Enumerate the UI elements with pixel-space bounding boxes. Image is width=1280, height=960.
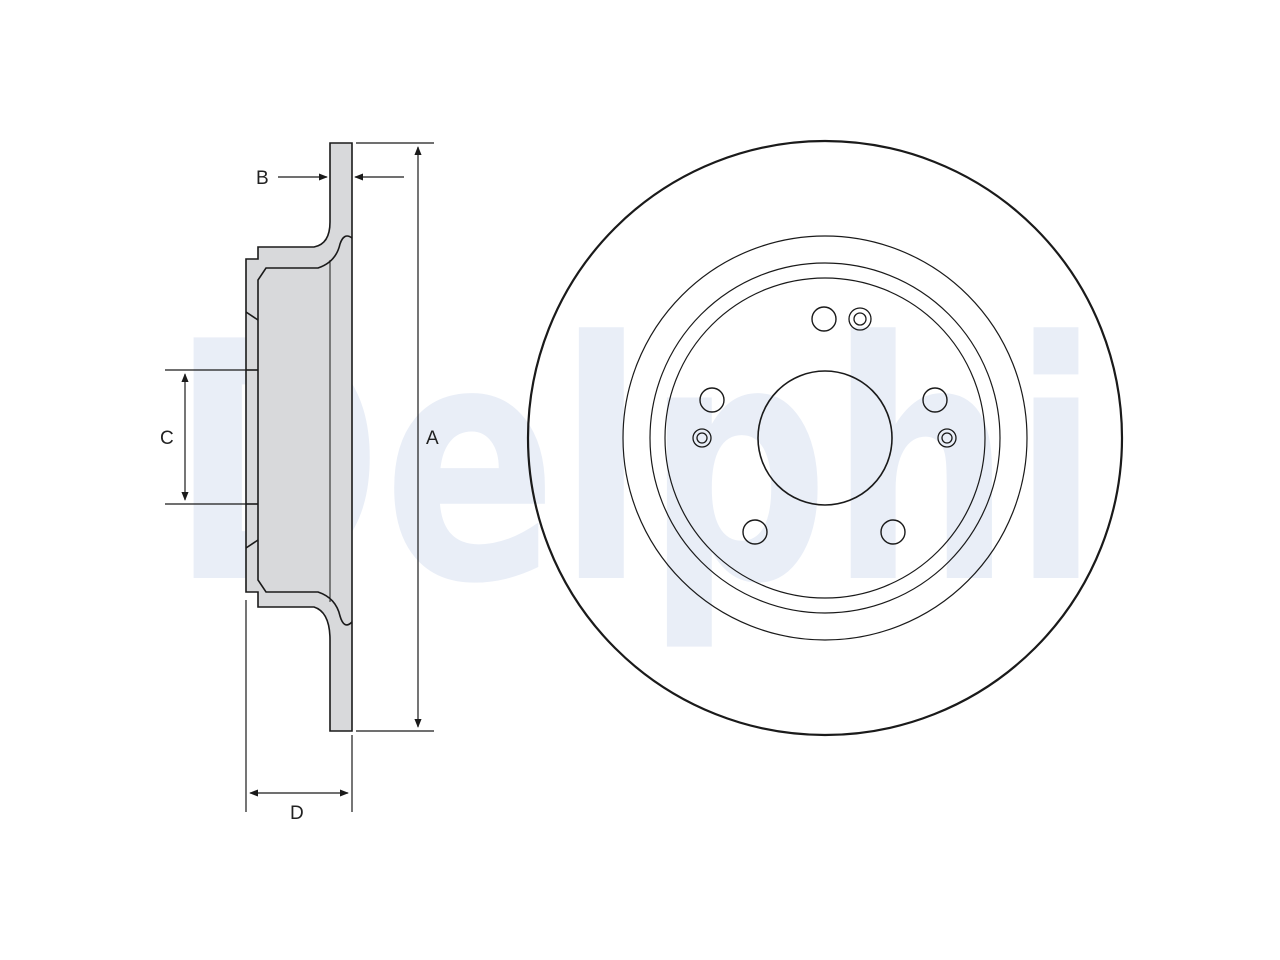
dimension-label-d: D <box>290 803 304 824</box>
bolt-hole <box>880 519 906 545</box>
center-bore <box>757 370 893 506</box>
set-screw-hole <box>692 428 712 448</box>
dimension-c <box>165 369 246 505</box>
dimension-label-c: C <box>160 428 174 449</box>
set-screw-hole <box>848 307 872 331</box>
disc-section-inner-contour <box>257 235 353 626</box>
disc-front-view <box>526 139 1124 737</box>
dimension-d <box>245 600 353 812</box>
bolt-hole <box>811 306 837 332</box>
braking-surface-inner-edge <box>622 235 1028 641</box>
hat-face-edge <box>664 277 986 599</box>
dimension-label-b: B <box>256 168 269 189</box>
bolt-hole <box>742 519 768 545</box>
bolt-hole <box>699 387 725 413</box>
disc-section-profile <box>245 142 353 732</box>
dimension-label-a: A <box>426 428 439 449</box>
hat-outer-edge <box>649 262 1001 614</box>
set-screw-hole <box>937 428 957 448</box>
hub-face-line <box>245 539 259 549</box>
dimension-a <box>356 142 434 732</box>
bolt-hole <box>922 387 948 413</box>
disc-outer-edge <box>526 139 1124 737</box>
hub-face-line <box>245 311 259 321</box>
disc-side-view <box>245 142 353 732</box>
